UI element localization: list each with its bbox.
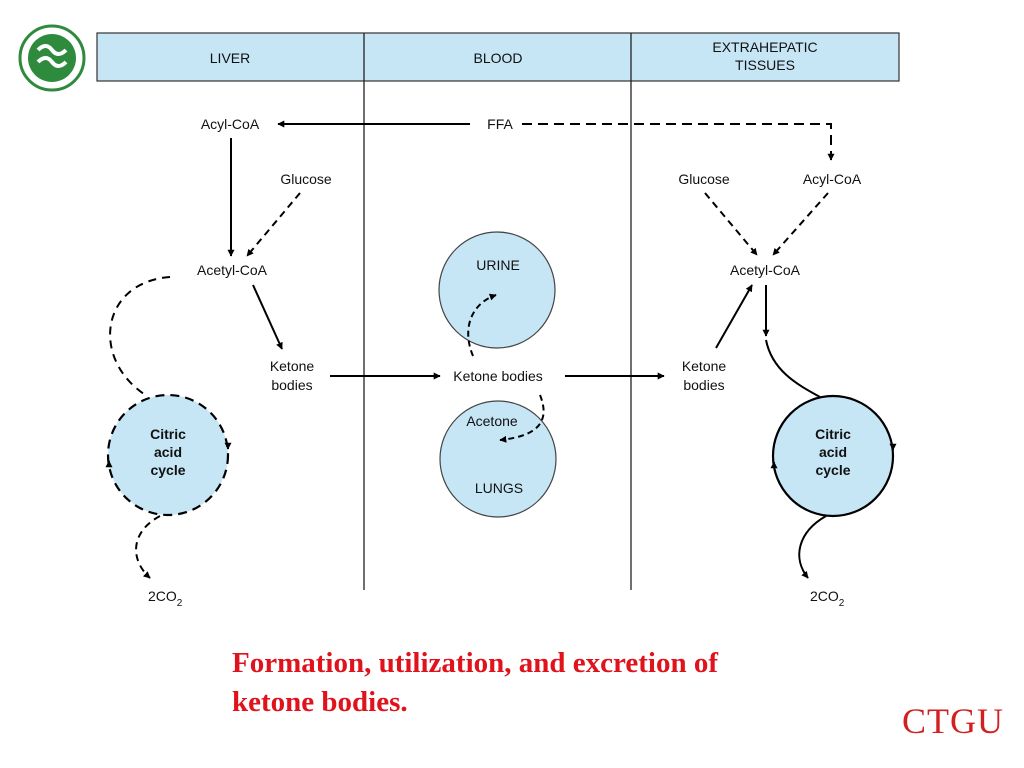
liver-citric-acid-cycle bbox=[106, 393, 230, 517]
arrow-tissue-cycle-to-co2 bbox=[798, 515, 827, 579]
liver-acetyl-coa-label: Acetyl-CoA bbox=[197, 262, 268, 278]
caption-line-2: ketone bodies. bbox=[232, 686, 408, 718]
arrow-liver-glucose-to-acetyl bbox=[246, 192, 301, 257]
acetone-label: Acetone bbox=[466, 413, 518, 429]
header-tissues: TISSUES bbox=[735, 57, 795, 73]
tissue-citric-acid-cycle bbox=[771, 394, 895, 518]
tissue-acyl-coa-label: Acyl-CoA bbox=[803, 171, 862, 187]
lungs-label: LUNGS bbox=[475, 480, 523, 496]
arrow-liver-cycle-to-co2 bbox=[135, 515, 161, 579]
liver-cycle-label-3: cycle bbox=[150, 462, 185, 478]
liver-acyl-coa-label: Acyl-CoA bbox=[201, 116, 260, 132]
arrow-ketone-to-lungs bbox=[499, 394, 545, 443]
tissue-ketone-label-2: bodies bbox=[683, 377, 724, 393]
arrow-liver-acetyl-to-ketone bbox=[252, 284, 283, 350]
liver-ketone-label-2: bodies bbox=[271, 377, 312, 393]
tissue-acetyl-coa-label: Acetyl-CoA bbox=[730, 262, 801, 278]
blood-ketone-bodies-label: Ketone bodies bbox=[453, 368, 543, 384]
liver-glucose-label: Glucose bbox=[280, 171, 332, 187]
liver-cycle-label-1: Citric bbox=[150, 426, 186, 442]
header-band bbox=[96, 32, 900, 82]
university-logo bbox=[18, 24, 86, 92]
arrow-tissue-ketone-to-acetyl bbox=[715, 284, 753, 349]
arrow-liver-acetyl-to-cycle bbox=[109, 276, 171, 397]
caption-line-1: Formation, utilization, and excretion of bbox=[232, 647, 718, 679]
header-extrahepatic: EXTRAHEPATIC bbox=[712, 39, 817, 55]
tissue-ketone-label-1: Ketone bbox=[682, 358, 727, 374]
arrow-tissue-acyl-to-acetyl bbox=[772, 192, 829, 256]
urine-label: URINE bbox=[476, 257, 520, 273]
lungs-compartment bbox=[439, 400, 557, 518]
ctgu-brand-logo: CTGU bbox=[902, 701, 1004, 741]
blood-ffa-label: FFA bbox=[487, 116, 513, 132]
tissue-cycle-label-1: Citric bbox=[815, 426, 851, 442]
tissue-glucose-label: Glucose bbox=[678, 171, 730, 187]
tissue-cycle-label-3: cycle bbox=[815, 462, 850, 478]
urine-compartment bbox=[438, 231, 556, 349]
figure-caption: Formation, utilization, and excretion of… bbox=[232, 644, 852, 722]
liver-co2-label: 2CO2 bbox=[148, 588, 183, 609]
liver-ketone-label-1: Ketone bbox=[270, 358, 315, 374]
header-liver: LIVER bbox=[210, 50, 250, 66]
arrow-tissue-glucose-to-acetyl bbox=[704, 192, 758, 256]
tissue-cycle-label-2: acid bbox=[819, 444, 847, 460]
tissue-co2-label: 2CO2 bbox=[810, 588, 845, 609]
arrow-tissue-acetyl-to-cycle bbox=[765, 339, 821, 398]
arrow-ffa-to-extrahepatic bbox=[522, 123, 835, 161]
liver-cycle-label-2: acid bbox=[154, 444, 182, 460]
header-blood: BLOOD bbox=[473, 50, 522, 66]
